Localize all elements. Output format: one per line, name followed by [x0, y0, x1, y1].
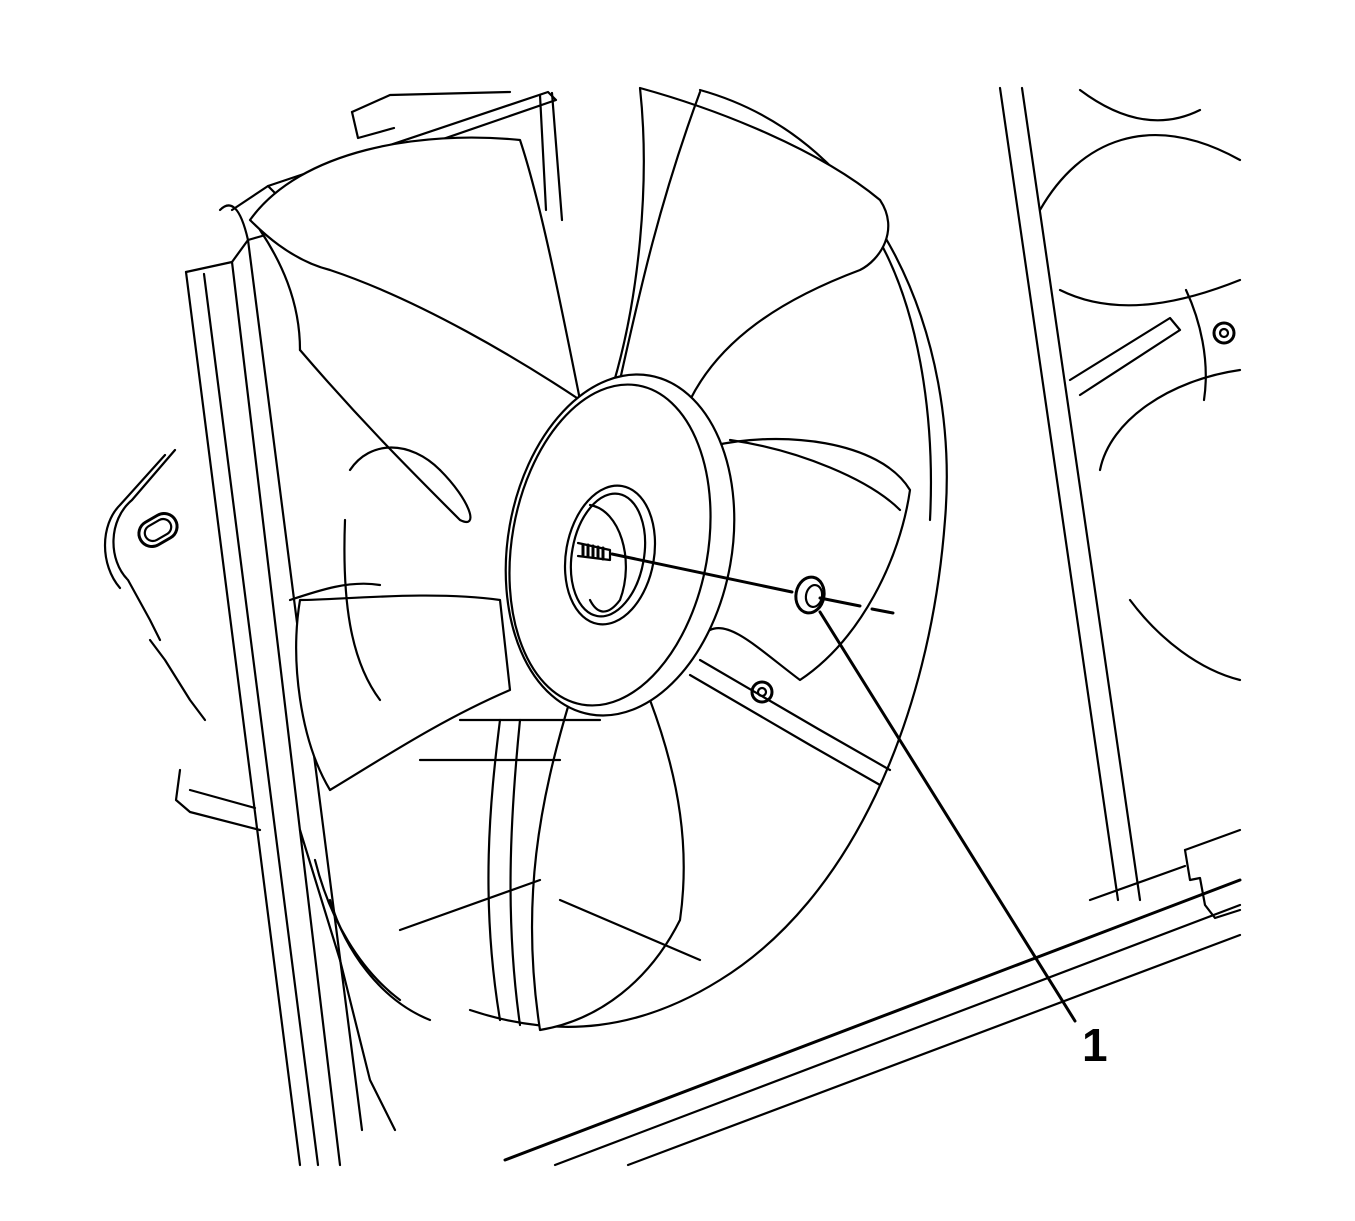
- fan-hub: [504, 373, 736, 717]
- fan-retaining-nut: [610, 552, 895, 615]
- callout-number-1: 1: [1082, 1019, 1108, 1071]
- fan-shroud: [184, 90, 1242, 1167]
- secondary-fan: [998, 86, 1242, 902]
- callout-leader-line: [818, 610, 1077, 1023]
- motor-mount-bracket: [103, 448, 397, 1132]
- fan-blades: [248, 86, 912, 1032]
- motor-housing: [343, 446, 892, 962]
